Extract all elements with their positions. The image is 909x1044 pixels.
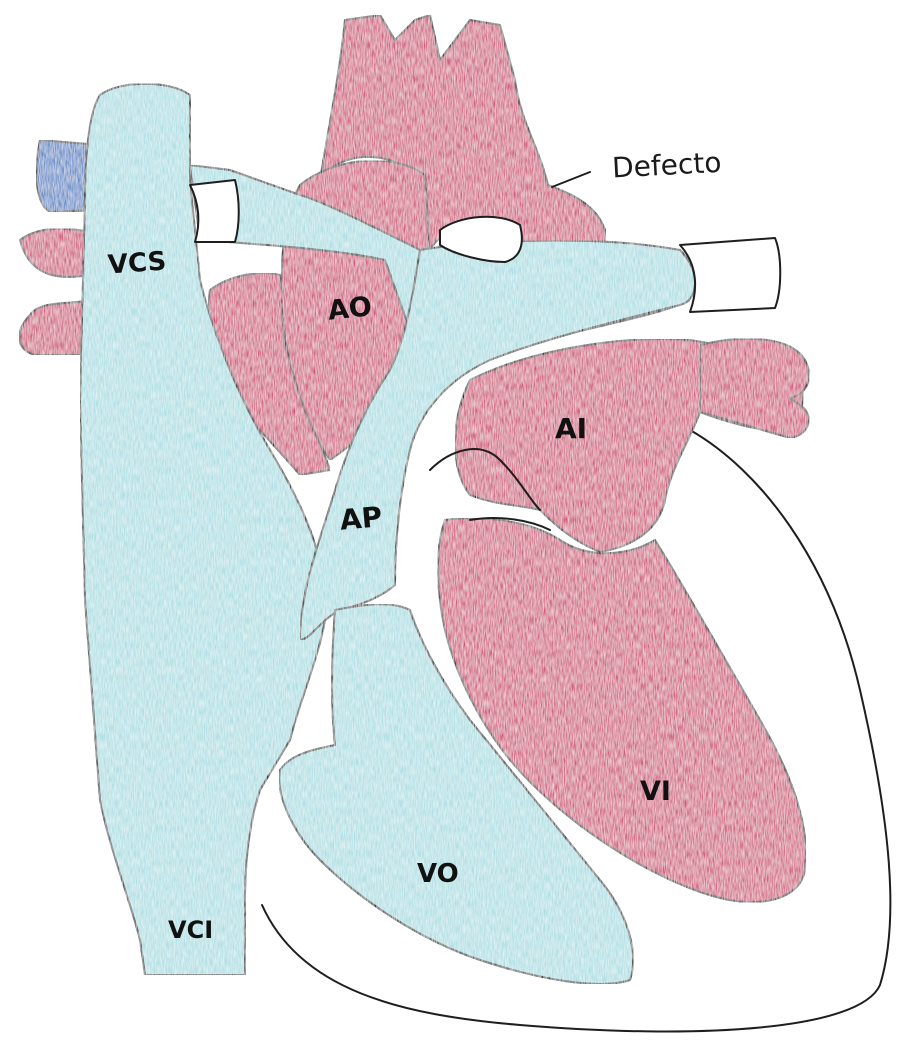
label-ao: AO bbox=[326, 291, 373, 326]
label-defect: Defecto bbox=[611, 146, 722, 185]
right-pulmonary-veins bbox=[19, 229, 90, 355]
label-vi: VI bbox=[640, 776, 671, 807]
left-pulmonary-veins bbox=[700, 339, 809, 438]
label-vo: VO bbox=[417, 859, 459, 889]
label-ap: AP bbox=[339, 500, 384, 537]
pa-right-stub bbox=[680, 238, 780, 312]
defect-pointer bbox=[552, 172, 590, 187]
label-vci: VCI bbox=[168, 916, 213, 944]
label-ai: AI bbox=[555, 412, 587, 445]
label-vcs: VCS bbox=[107, 246, 167, 280]
vessel-gap-1 bbox=[190, 180, 239, 242]
